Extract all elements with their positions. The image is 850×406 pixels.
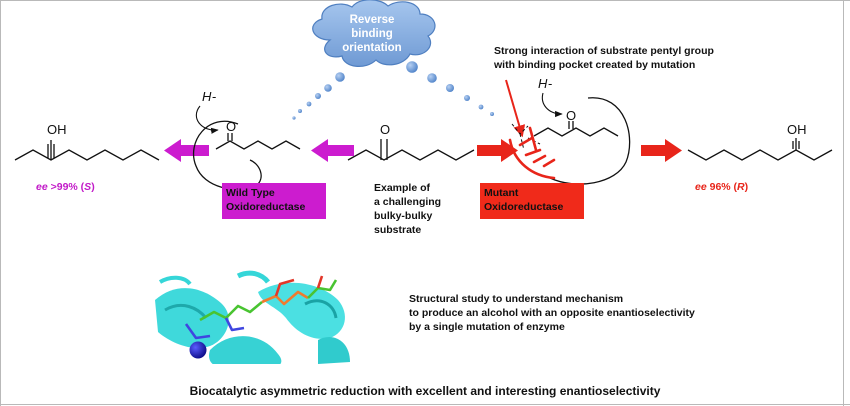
arrow-right-icon [477,139,518,162]
frame-bottom-line [0,404,850,405]
wild-type-enzyme-label: Wild Type Oxidoreductase [222,183,326,219]
cloud-label-line-2: binding [351,28,393,40]
wild-type-bound-ketone [215,133,301,150]
structural-note-line-1: Structural study to understand mechanism [409,293,624,305]
ee-right-suffix: ) [744,181,749,193]
mutation-note-line-1: Strong interaction of substrate pentyl g… [494,45,714,57]
cloud-label: Reverse binding orientation [317,13,427,55]
ee-left-suffix: ) [91,181,95,193]
mutant-hydride-mark: - [548,76,552,91]
wild-type-hydride-transfer-arrow [195,105,219,134]
mutant-binding-pocket [508,126,556,180]
wild-type-pocket [192,120,262,190]
arrow-left-icon [311,139,354,162]
structural-study-note: Structural study to understand mechanism… [409,292,695,334]
substrate-note: Example of a challenging bulky-bulky sub… [374,181,441,237]
product-s-alcohol [14,140,160,161]
ee-left-label: ee >99% (S) [36,180,95,194]
product-left-hydroxyl: OH [47,122,67,137]
mutation-pointer-line [505,79,526,138]
mutation-note-line-2: with binding pocket created by mutation [494,59,696,71]
substrate-note-line-1: Example of [374,182,431,194]
structural-note-line-3: by a single mutation of enzyme [409,321,565,333]
bubble-dots-right [406,61,494,116]
ee-right-prefix: ee [695,181,707,193]
mutant-label-line-2: Oxidoreductase [484,201,564,213]
wild-type-hydride: H [202,89,212,104]
ee-right-config: R [737,181,745,193]
bubble-dots-left [292,72,345,120]
mutant-hydride-transfer-arrow [541,92,563,118]
slide-caption: Biocatalytic asymmetric reduction with e… [189,384,661,398]
substrate-ketone [347,139,475,161]
substrate-note-line-4: substrate [374,224,422,236]
frame-left-line [0,0,1,406]
mutant-hydride: H [538,76,548,91]
wild-type-label-line-2: Oxidoreductase [226,201,306,213]
ee-left-prefix: ee [36,181,48,193]
wild-type-hydride-mark: - [212,89,216,104]
substrate-note-line-2: a challenging [374,196,442,208]
ee-right-value: 96% ( [706,181,738,193]
cloud-label-line-1: Reverse [349,14,395,26]
mutant-pocket [549,97,631,185]
wild-type-label-line-1: Wild Type [226,187,275,199]
ee-right-label: ee 96% (R) [695,180,748,194]
mutant-label-line-1: Mutant [484,187,519,199]
product-right-hydroxyl: OH [787,122,807,137]
ee-left-value: >99% ( [47,181,85,193]
mutant-enzyme-label: Mutant Oxidoreductase [480,183,584,219]
mutation-note: Strong interaction of substrate pentyl g… [494,44,714,72]
substrate-oxygen: O [380,122,390,137]
structural-note-line-2: to produce an alcohol with an opposite e… [409,307,695,319]
arrow-right-icon [641,139,682,162]
substrate-note-line-3: bulky-bulky [374,210,433,222]
wild-type-oxygen: O [226,119,236,134]
mutant-bound-ketone [533,121,619,137]
frame-top-line [0,0,850,1]
thought-cloud-icon [312,0,436,67]
mutant-oxygen: O [566,108,576,123]
arrow-left-icon [164,139,209,162]
ee-left-config: S [84,181,92,193]
cloud-label-line-3: orientation [342,42,402,54]
product-r-alcohol [687,138,833,161]
protein-structure-image [155,268,351,364]
frame-right-line [843,0,844,406]
